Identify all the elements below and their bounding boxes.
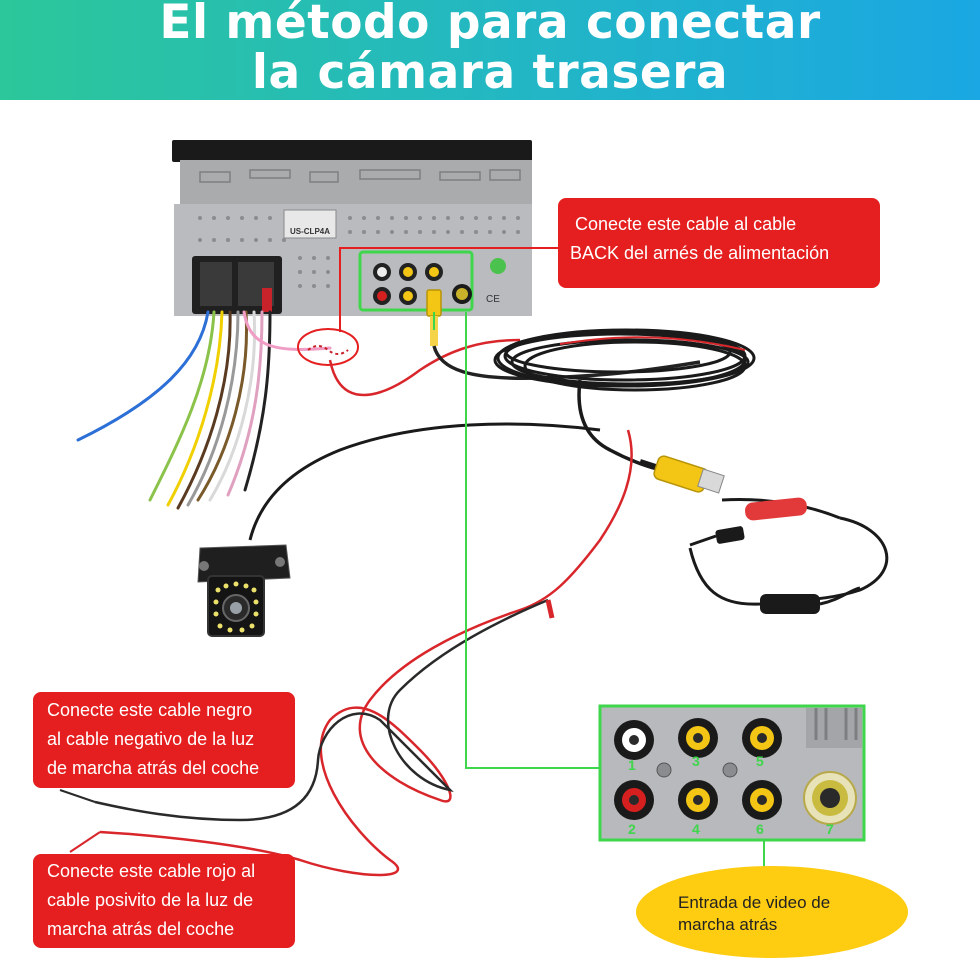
callout-back-line-1: Conecte este cable al cable: [575, 214, 797, 234]
callout-black-cable: Conecte este cable negro al cable negati…: [33, 692, 295, 788]
jack-label-5: 5: [756, 753, 764, 769]
stereo-face-edge: [172, 140, 532, 162]
back-callout-leader: [339, 247, 558, 332]
callout-red-line-1: Conecte este cable rojo al: [47, 861, 256, 881]
video-input-leader: [433, 312, 600, 769]
callout-red-line-2: cable posivito de la luz de: [47, 890, 254, 910]
callout-black-line-1: Conecte este cable negro: [47, 700, 253, 720]
power-harness-wires: [76, 310, 332, 510]
wiring-diagram: US-CLP4A CE: [59, 140, 889, 877]
camera-rca-yellow: [639, 455, 725, 494]
jack-label-7: 7: [826, 821, 834, 837]
callout-black-line-2: al cable negativo de la luz: [47, 729, 255, 749]
title-line-1: El método para conectar: [159, 0, 821, 50]
video-input-label: Entrada de video de marcha atrás: [636, 866, 908, 958]
jack-label-2: 2: [628, 821, 636, 837]
rca-panel-highlight: [358, 250, 474, 312]
extension-cable-coil: [493, 328, 756, 392]
jack-label-1: 1: [628, 757, 636, 773]
callout-red-line-3: marcha atrás del coche: [47, 919, 235, 939]
jack-label-3: 3: [692, 753, 700, 769]
car-stereo-unit: US-CLP4A CE: [172, 140, 532, 316]
callout-red-cable: Conecte este cable rojo al cable posivit…: [33, 854, 295, 948]
rca-panel-zoom: 1 2 3 4 5 6 7: [598, 704, 866, 842]
callout-back-cable: Conecte este cable al cable BACK del arn…: [558, 198, 880, 288]
jack-label-4: 4: [692, 821, 700, 837]
stereo-label-sticker: [283, 209, 337, 239]
back-wire-marker: [297, 328, 359, 366]
callout-black-line-3: de marcha atrás del coche: [47, 758, 260, 778]
jack-label-6: 6: [756, 821, 764, 837]
stereo-top-panel: [180, 160, 532, 204]
video-input-line-1: Entrada de video de: [678, 893, 831, 912]
svg-text:CE: CE: [486, 294, 500, 305]
stereo-model-text: US-CLP4A: [290, 227, 330, 236]
video-input-line-2: marcha atrás: [678, 915, 778, 934]
callout-back-line-2: BACK del arnés de alimentación: [570, 243, 830, 263]
backup-camera: [197, 544, 291, 637]
camera-power-plug: [689, 497, 841, 547]
title-line-2: la cámara trasera: [251, 45, 729, 100]
title-banner: [0, 0, 980, 100]
rca-jacks-small: [373, 263, 443, 305]
